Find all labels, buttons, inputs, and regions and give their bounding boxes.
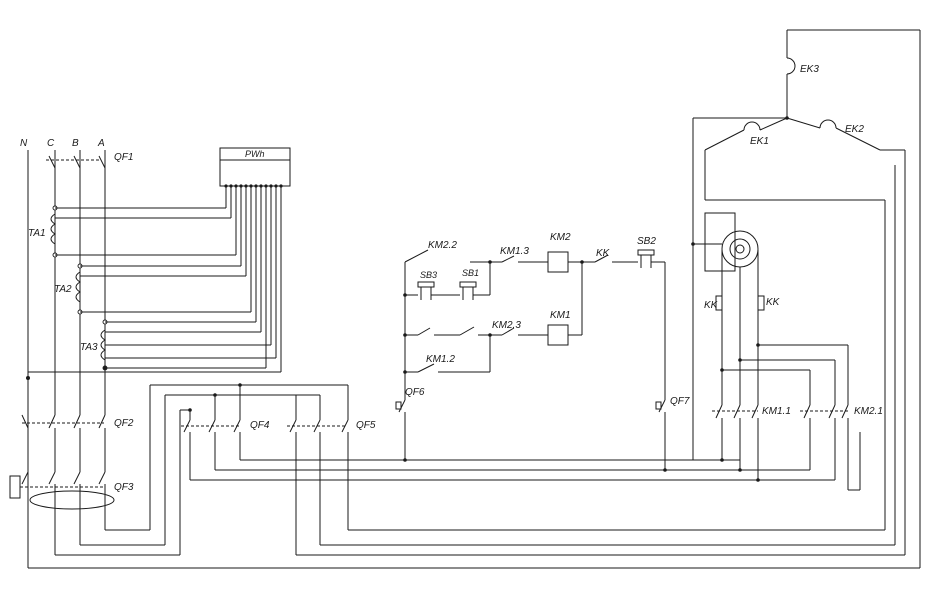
label-qf5: QF5 [356, 420, 376, 431]
feeder-wires [28, 30, 921, 569]
label-sb3: SB3 [420, 270, 437, 280]
motor [691, 212, 860, 491]
label-kk-left: KK [704, 300, 719, 311]
labels: N C B A QF1 TA1 TA2 TA3 PWh QF2 QF3 QF4 … [20, 64, 883, 493]
label-pwh: PWh [245, 149, 265, 159]
label-a: A [97, 138, 105, 149]
label-km12: KM1.2 [426, 354, 455, 365]
label-ek1: EK1 [750, 136, 769, 147]
breaker-qf5 [287, 385, 905, 556]
label-km2: KM2 [550, 232, 571, 243]
label-km11: KM1.1 [762, 406, 791, 417]
label-ta3: TA3 [80, 342, 98, 353]
label-qf6: QF6 [405, 387, 425, 398]
label-qf3: QF3 [114, 482, 134, 493]
label-ek3: EK3 [800, 64, 819, 75]
label-sb1: SB1 [462, 268, 479, 278]
label-km21: KM2.1 [854, 406, 883, 417]
control-circuit [395, 249, 667, 472]
label-c: C [47, 138, 55, 149]
label-kk-ctrl: KK [596, 248, 611, 259]
label-ta1: TA1 [28, 228, 46, 239]
qf4-outputs [190, 432, 861, 490]
label-km13: KM1.3 [500, 246, 529, 257]
breaker-qf4 [181, 419, 241, 480]
label-qf4: QF4 [250, 420, 270, 431]
label-ek2: EK2 [845, 124, 864, 135]
label-kk-right: KK [766, 297, 781, 308]
label-km1: KM1 [550, 310, 571, 321]
heater-ek [692, 29, 920, 555]
label-b: B [72, 138, 79, 149]
label-sb2: SB2 [637, 236, 656, 247]
label-n: N [20, 138, 28, 149]
label-qf2: QF2 [114, 418, 134, 429]
meter-pwh [26, 147, 291, 380]
label-qf7: QF7 [670, 396, 690, 407]
breakers-qf2-qf3 [9, 414, 115, 568]
label-ta2: TA2 [54, 284, 72, 295]
label-qf1: QF1 [114, 152, 133, 163]
label-km22: KM2.2 [428, 240, 457, 251]
label-km23: KM2.3 [492, 320, 521, 331]
